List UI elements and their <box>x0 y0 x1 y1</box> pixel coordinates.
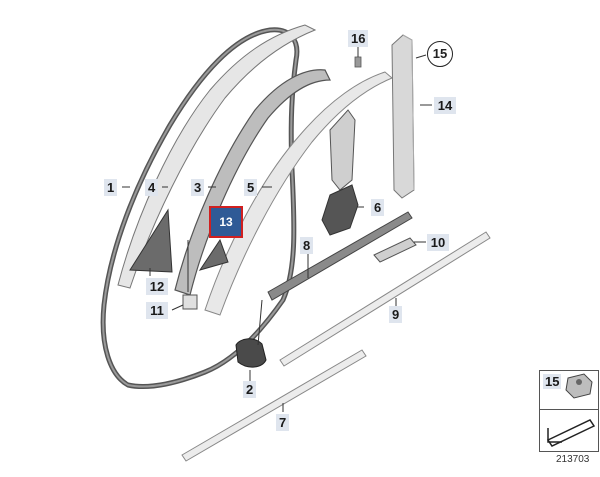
label-16[interactable]: 16 <box>348 30 368 47</box>
label-12[interactable]: 12 <box>146 278 168 295</box>
strip-part-7 <box>181 349 367 462</box>
label-4[interactable]: 4 <box>145 179 159 196</box>
triangle-cover-part-13 <box>198 238 229 271</box>
label-5[interactable]: 5 <box>244 179 258 196</box>
lower-seal-part-8 <box>267 211 413 301</box>
label-9[interactable]: 9 <box>389 306 403 323</box>
label-11[interactable]: 11 <box>146 302 168 319</box>
label-8[interactable]: 8 <box>300 237 314 254</box>
inner-frame-seal-part-3 <box>174 69 331 296</box>
reference-number: 213703 <box>556 454 590 465</box>
label-13-selected[interactable]: 13 <box>209 206 243 238</box>
grommet-part-2 <box>235 338 267 368</box>
triangle-cover-part-12 <box>129 208 173 273</box>
clip-part-11 <box>182 294 198 310</box>
label-6[interactable]: 6 <box>371 199 385 216</box>
label-15-circle[interactable]: 15 <box>427 41 453 67</box>
legend-row-part: 15 <box>540 371 598 410</box>
label-3[interactable]: 3 <box>191 179 205 196</box>
label-7[interactable]: 7 <box>276 414 290 431</box>
label-2[interactable]: 2 <box>243 381 257 398</box>
bracket-part-6 <box>321 184 359 236</box>
piece-part-10 <box>373 237 417 263</box>
leader-lines <box>122 47 432 412</box>
pillar-trim <box>329 109 356 191</box>
label-10[interactable]: 10 <box>427 234 449 251</box>
label-1[interactable]: 1 <box>104 179 118 196</box>
strip-part-9 <box>279 231 491 367</box>
label-14[interactable]: 14 <box>434 97 456 114</box>
legend-number: 15 <box>543 374 562 389</box>
